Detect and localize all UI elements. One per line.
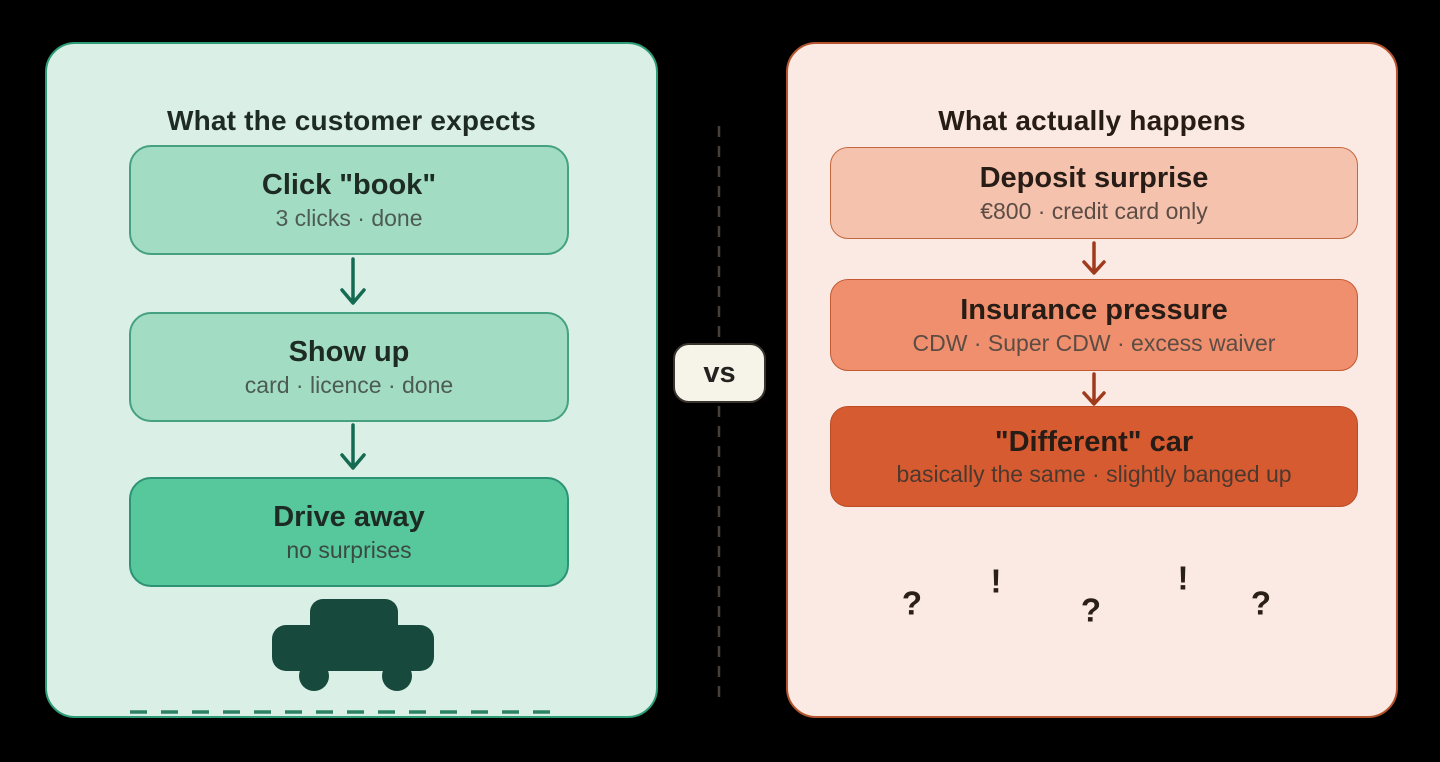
reality-panel: What actually happens Deposit surprise €… <box>786 42 1398 718</box>
vs-label: vs <box>703 356 736 389</box>
flow-step-subtitle: basically the same · slightly banged up <box>896 461 1292 488</box>
flow-step-subtitle: €800 · credit card only <box>980 197 1208 224</box>
flow-step-show-up: Show up card · licence · done <box>129 312 569 422</box>
exclamation-mark-symbol: ! <box>990 562 1002 600</box>
flow-step-different-car: "Different" car basically the same · sli… <box>830 406 1358 507</box>
arrow-down-icon <box>340 423 366 470</box>
flow-step-title: Drive away <box>273 501 425 534</box>
flow-step-deposit-surprise: Deposit surprise €800 · credit card only <box>830 147 1358 239</box>
exclamation-mark-symbol: ! <box>1177 559 1189 597</box>
expectation-panel: What the customer expects Click "book" 3… <box>45 42 658 718</box>
divider-dashed-line <box>717 126 721 706</box>
question-mark-symbol: ? <box>901 584 923 622</box>
car-icon <box>272 599 434 691</box>
flow-step-subtitle: card · licence · done <box>244 371 454 398</box>
question-mark-symbol: ? <box>1080 591 1102 629</box>
arrow-down-icon <box>1082 241 1106 275</box>
reality-panel-title: What actually happens <box>938 105 1246 137</box>
flow-step-title: Insurance pressure <box>960 294 1228 327</box>
expectation-panel-title: What the customer expects <box>166 105 537 137</box>
flow-step-title: "Different" car <box>994 425 1194 458</box>
arrow-down-icon <box>340 257 366 305</box>
flow-step-title: Deposit surprise <box>979 162 1209 195</box>
flow-step-insurance-pressure: Insurance pressure CDW · Super CDW · exc… <box>830 279 1358 371</box>
arrow-down-icon <box>1082 372 1106 406</box>
vs-badge: vs <box>673 343 766 403</box>
flow-step-subtitle: no surprises <box>286 536 412 563</box>
flow-step-subtitle: 3 clicks · done <box>275 204 423 231</box>
question-mark-symbol: ? <box>1250 584 1272 622</box>
flow-step-click-book: Click "book" 3 clicks · done <box>129 145 569 255</box>
flow-step-title: Show up <box>288 336 410 369</box>
flow-step-subtitle: CDW · Super CDW · excess waiver <box>912 329 1276 356</box>
dashed-road-line <box>130 710 564 714</box>
flow-step-drive-away: Drive away no surprises <box>129 477 569 587</box>
flow-step-title: Click "book" <box>261 169 437 202</box>
